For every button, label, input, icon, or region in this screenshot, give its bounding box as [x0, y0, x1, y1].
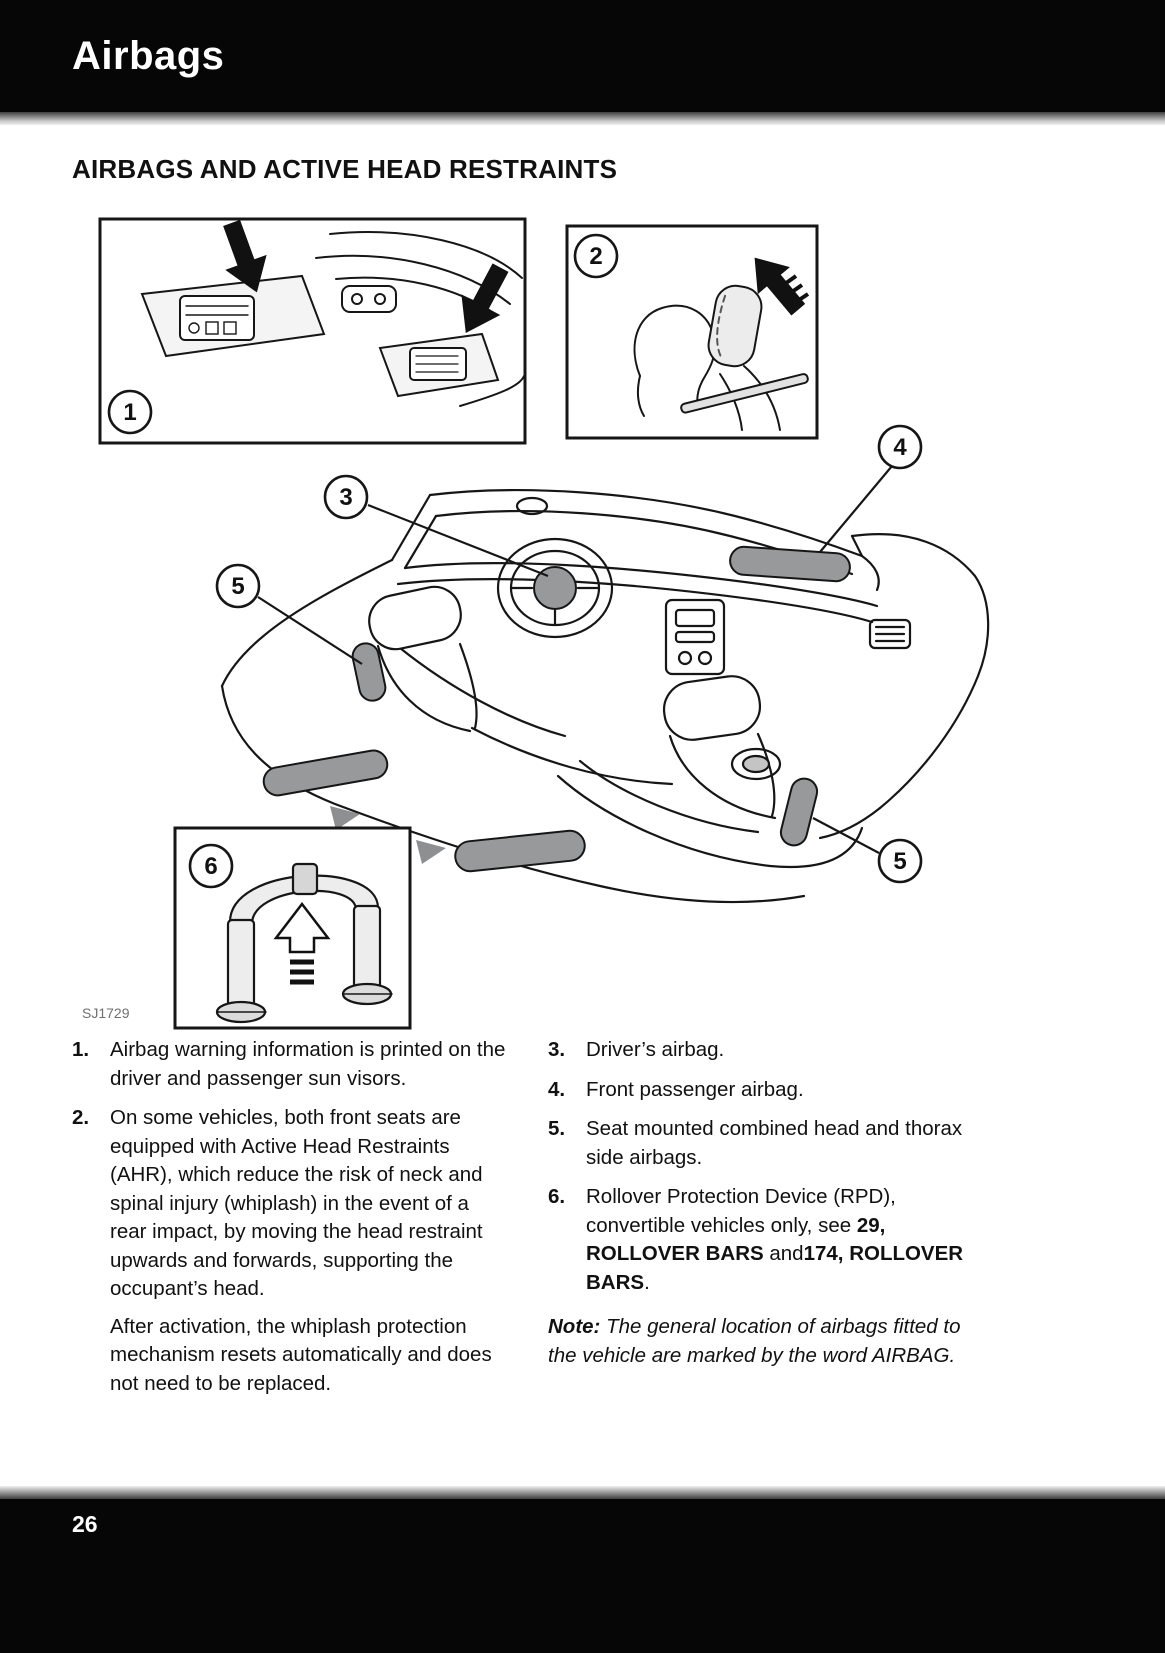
- active-head-restraint: [707, 284, 763, 368]
- left-column: 1. Airbag warning information is printed…: [72, 1036, 510, 1409]
- down-arrow-icon-2: [461, 263, 509, 333]
- dash-vent: [868, 618, 912, 650]
- item-text: Airbag warning information is printed on…: [110, 1038, 506, 1090]
- callout-1: 1: [107, 389, 153, 435]
- item-text-plain: Rollover Protection Device (RPD), conver…: [586, 1185, 896, 1237]
- list-item-5: 5. Seat mounted combined head and thorax…: [548, 1115, 980, 1172]
- item-number: 2.: [72, 1106, 90, 1129]
- item-text: Driver’s airbag.: [586, 1038, 725, 1061]
- svg-text:5: 5: [893, 848, 906, 875]
- svg-text:4: 4: [893, 434, 907, 461]
- callout-5-right: 5: [812, 817, 923, 884]
- item-text: Front passenger airbag.: [586, 1077, 804, 1101]
- footer-bar: 26: [0, 1499, 1165, 1653]
- svg-text:5: 5: [231, 573, 244, 600]
- callout-6: 6: [188, 843, 234, 889]
- header-bar: Airbags: [0, 0, 1165, 112]
- list-item-4: 4. Front passenger airbag.: [548, 1076, 980, 1105]
- page-number: 26: [72, 1511, 98, 1537]
- note-label: Note:: [548, 1315, 601, 1338]
- footer-divider: [0, 1486, 1165, 1499]
- inset-box-sun-visors: 1: [98, 217, 527, 445]
- item-number: 6.: [548, 1185, 566, 1208]
- item-text-plain: and: [763, 1242, 804, 1265]
- up-arrow-icon: [273, 901, 331, 985]
- item-number: 3.: [548, 1038, 566, 1061]
- left-seat: [368, 585, 478, 733]
- callout-2: 2: [573, 233, 619, 279]
- driver-airbag-hub: [533, 566, 577, 610]
- down-arrow-icon: [223, 219, 267, 293]
- svg-text:2: 2: [589, 243, 602, 270]
- page-title: Airbags: [72, 33, 225, 78]
- cross-reference: 29, ROLLOVER BARS: [586, 1213, 886, 1266]
- right-column: 3. Driver’s airbag. 4. Front passenger a…: [548, 1036, 980, 1409]
- figure: 3 4 5 5: [80, 216, 1080, 1034]
- item-number: 4.: [548, 1077, 566, 1101]
- list-item-1: 1. Airbag warning information is printed…: [72, 1036, 510, 1093]
- cross-reference: 174, ROLLOVER BARS: [586, 1242, 964, 1294]
- up-left-arrow-icon: [754, 257, 810, 316]
- left-sill-pad: [262, 749, 389, 797]
- inset-box-head-restraint: 2: [565, 224, 819, 440]
- item-text: Rollover Protection Device (RPD), conver…: [586, 1183, 980, 1297]
- item-number: 1.: [72, 1038, 90, 1061]
- svg-text:3: 3: [339, 484, 352, 511]
- front-sill-pad: [454, 829, 586, 873]
- list-item-2: 2. On some vehicles, both front seats ar…: [72, 1104, 510, 1398]
- item-text: On some vehicles, both front seats are e…: [110, 1106, 483, 1300]
- seat-rod: [680, 373, 809, 414]
- airbag-pads: [262, 545, 851, 873]
- overhead-console: [341, 285, 397, 313]
- inset-box-rollover-device: 6: [173, 826, 412, 1030]
- steering-wheel: [496, 537, 614, 639]
- center-console: [664, 598, 726, 676]
- callout-4: 4: [819, 424, 923, 553]
- note-text: The general location of airbags fitted t…: [548, 1315, 961, 1367]
- item-text-plain: .: [644, 1270, 650, 1294]
- car-interior-drawing: [220, 489, 990, 904]
- svg-text:6: 6: [204, 853, 217, 880]
- header-divider: [0, 112, 1165, 125]
- svg-text:1: 1: [123, 399, 136, 426]
- roll-bar-bracket: [291, 862, 319, 896]
- callout-3: 3: [323, 474, 549, 578]
- right-seat: [662, 675, 777, 820]
- body-text-columns: 1. Airbag warning information is printed…: [72, 1036, 1096, 1409]
- rearview-mirror: [515, 496, 549, 516]
- left-side-airbag-pad: [351, 642, 387, 702]
- list-item-6: 6. Rollover Protection Device (RPD), con…: [548, 1183, 980, 1297]
- passenger-airbag-pad: [729, 545, 851, 583]
- rear-cup-holder: [730, 747, 782, 781]
- note: Note: The general location of airbags fi…: [548, 1313, 980, 1370]
- callout-5-left: 5: [215, 563, 363, 665]
- pointer-triangle-icons: [330, 806, 446, 864]
- item-text: After activation, the whiplash protectio…: [110, 1314, 492, 1395]
- section-heading: AIRBAGS AND ACTIVE HEAD RESTRAINTS: [72, 154, 618, 184]
- right-side-airbag-pad: [779, 777, 819, 847]
- item-number: 5.: [548, 1117, 566, 1140]
- list-item-3: 3. Driver’s airbag.: [548, 1036, 980, 1065]
- airbag-locations-illustration: 3 4 5 5: [82, 217, 990, 1030]
- figure-caption: SJ1729: [82, 1005, 130, 1021]
- item-text: Seat mounted combined head and thorax si…: [586, 1117, 963, 1169]
